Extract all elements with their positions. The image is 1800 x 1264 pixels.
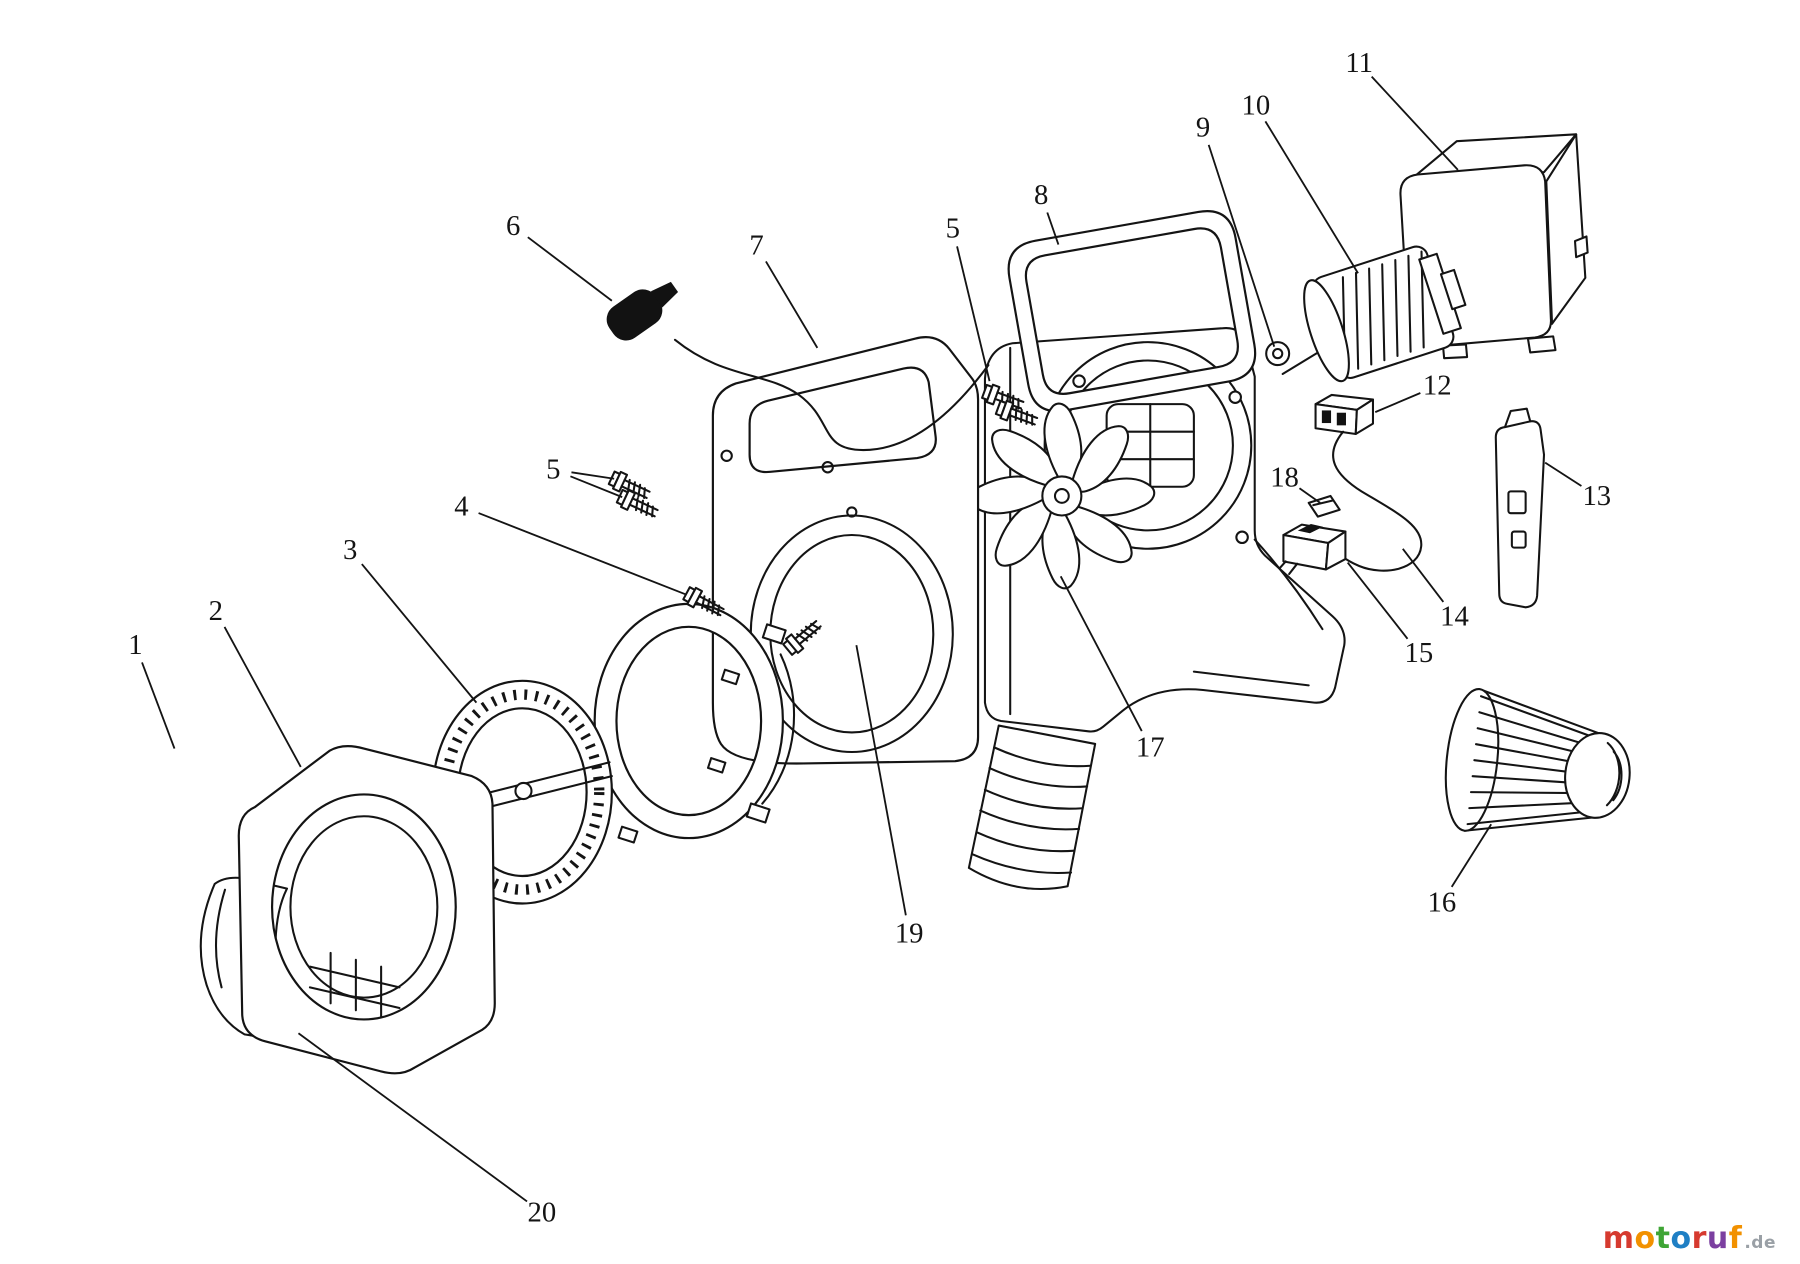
leader-line-part-3 (361, 563, 478, 704)
part-power-cord (606, 281, 990, 452)
leader-line-part-6 (527, 236, 613, 302)
leader-line-part-8 (1046, 212, 1060, 245)
part-strip (1494, 407, 1546, 609)
callout-part-5: 5 (546, 454, 560, 486)
part-connector (1314, 393, 1374, 435)
callout-part-14: 14 (1440, 601, 1469, 633)
leader-line-part-4 (478, 512, 687, 596)
leader-line-part-1 (141, 662, 176, 749)
leader-line-part-18 (1298, 487, 1321, 504)
callout-part-5: 5 (946, 212, 960, 244)
watermark-letter: o (1634, 1221, 1656, 1256)
part-gasket (1007, 210, 1257, 413)
part-fan-shroud (593, 602, 796, 844)
leader-line-part-15 (1346, 561, 1409, 640)
part-rear-housing (967, 327, 1346, 891)
callout-part-11: 11 (1345, 47, 1373, 79)
leader-line-part-9 (1207, 144, 1276, 347)
callout-part-17: 17 (1136, 731, 1165, 763)
watermark-letter: r (1691, 1221, 1707, 1256)
leader-line-part-14 (1402, 548, 1445, 603)
watermark-letter: m (1602, 1221, 1635, 1256)
callout-part-6: 6 (506, 210, 520, 242)
callout-part-18: 18 (1270, 462, 1299, 494)
callout-part-10: 10 (1242, 90, 1271, 122)
callout-part-16: 16 (1427, 886, 1456, 918)
watermark-letter: u (1706, 1221, 1729, 1256)
part-filter (1444, 688, 1631, 832)
leader-line-part-17 (1059, 575, 1143, 732)
callout-part-1: 1 (128, 629, 142, 661)
callout-part-7: 7 (749, 230, 763, 262)
watermark-letter: t (1655, 1221, 1671, 1256)
leader-line-part-10 (1264, 120, 1359, 274)
leader-line-part-16 (1450, 823, 1492, 888)
part-washer (1265, 341, 1291, 367)
leader-line-part-5 (956, 246, 991, 382)
callout-part-3: 3 (343, 534, 357, 566)
part-front-housing (237, 745, 496, 1075)
watermark-letter: o (1670, 1221, 1692, 1256)
callout-part-20: 20 (527, 1196, 556, 1228)
watermark-suffix: .de (1744, 1233, 1776, 1253)
callout-part-9: 9 (1196, 111, 1210, 143)
callout-part-13: 13 (1582, 480, 1611, 512)
part-motor (1281, 245, 1467, 383)
callout-part-2: 2 (209, 595, 223, 627)
leader-line-part-20 (297, 1032, 528, 1203)
callout-part-15: 15 (1405, 637, 1434, 669)
callout-part-4: 4 (454, 490, 468, 522)
part-switch (1275, 523, 1347, 576)
watermark-letter: f (1728, 1221, 1743, 1256)
part-fan (968, 402, 1156, 590)
leader-line-part-5 (570, 475, 623, 498)
leader-line-part-5 (571, 471, 615, 480)
callout-part-12: 12 (1423, 370, 1452, 402)
leader-line-part-12 (1374, 392, 1421, 413)
leader-line-part-19 (855, 645, 907, 916)
leader-line-part-7 (765, 260, 819, 349)
part-wire (1330, 430, 1423, 572)
callout-part-8: 8 (1034, 179, 1048, 211)
leader-line-part-13 (1544, 461, 1582, 487)
leader-line-part-2 (223, 626, 302, 768)
part-handle-housing (711, 336, 980, 765)
callout-part-19: 19 (895, 917, 924, 949)
leader-line-part-11 (1371, 75, 1459, 171)
watermark: motoruf.de (1603, 1221, 1776, 1256)
